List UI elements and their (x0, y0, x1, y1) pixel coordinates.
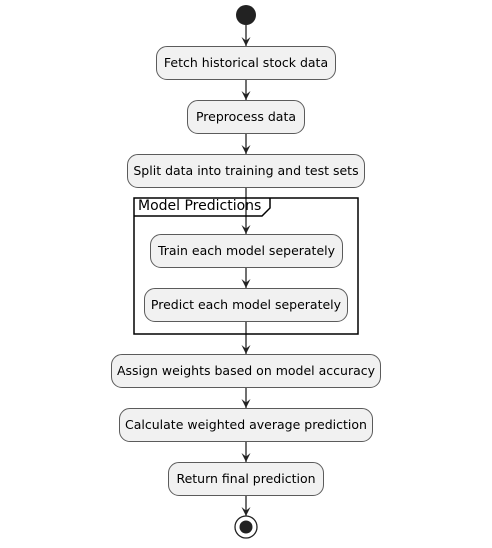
activity-train-models: Train each model seperately (150, 234, 343, 268)
activity-calculate-weighted-average: Calculate weighted average prediction (119, 408, 373, 442)
activity-assign-weights: Assign weights based on model accuracy (111, 354, 381, 388)
activity-return-final-prediction: Return final prediction (168, 462, 324, 496)
activity-fetch-historical-stock-data: Fetch historical stock data (156, 46, 336, 80)
activity-preprocess-data: Preprocess data (187, 100, 305, 134)
activity-predict-models: Predict each model seperately (144, 288, 348, 322)
activity-split-data: Split data into training and test sets (127, 154, 365, 188)
start-node (236, 5, 256, 25)
end-node-core (239, 520, 253, 534)
frame-label: Model Predictions (138, 198, 262, 214)
frame-label-tab (134, 198, 271, 217)
model-predictions-frame (133, 197, 359, 335)
